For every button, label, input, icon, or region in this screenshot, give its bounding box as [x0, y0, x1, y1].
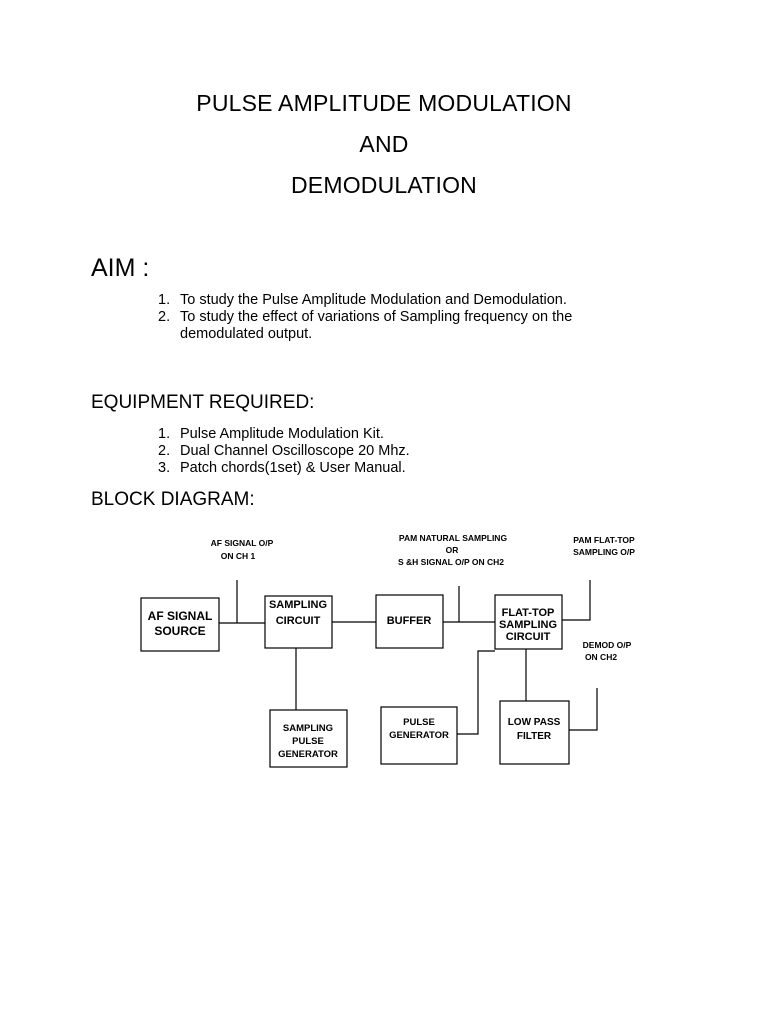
title-line-3: DEMODULATION [291, 172, 477, 198]
wire-flattop-output [562, 580, 591, 621]
sampling-circuit-label-2: CIRCUIT [276, 615, 321, 627]
block-buffer: BUFFER [375, 594, 444, 649]
aim-item-2-number: 2. [158, 309, 171, 325]
equipment-item-3-text: Patch chords(1set) & User Manual. [180, 460, 406, 476]
aim-item-2: 2. To study the effect of variations of … [152, 309, 572, 343]
equipment-item-3: 3. Patch chords(1set) & User Manual. [152, 460, 410, 477]
equipment-item-1-text: Pulse Amplitude Modulation Kit. [180, 426, 384, 442]
block-pulse-generator: PULSE GENERATOR [380, 706, 458, 765]
equipment-list: 1. Pulse Amplitude Modulation Kit. 2. Du… [152, 426, 410, 477]
buffer-label: BUFFER [387, 615, 432, 627]
pam-natural-label-3: S &H SIGNAL O/P ON CH2 [398, 557, 504, 567]
annotation-demod-output: DEMOD O/P ON CH2 [583, 640, 632, 662]
block-sampling-pulse-generator: SAMPLING PULSE GENERATOR [269, 709, 348, 768]
aim-heading: AIM : [91, 254, 150, 282]
pam-natural-label-1: PAM NATURAL SAMPLING [399, 533, 508, 543]
sampling-circuit-label-1: SAMPLING [269, 599, 327, 611]
demod-label-1: DEMOD O/P [583, 640, 632, 650]
title-line-2: AND [359, 131, 409, 157]
annotation-pam-flat-top: PAM FLAT-TOP SAMPLING O/P [573, 535, 635, 557]
block-low-pass-filter: LOW PASS FILTER [499, 700, 570, 765]
af-output-label-1: AF SIGNAL O/P [211, 538, 274, 548]
aim-item-1-text: To study the Pulse Amplitude Modulation … [180, 292, 567, 308]
flat-top-label-1: FLAT-TOP [502, 607, 555, 619]
equipment-heading: EQUIPMENT REQUIRED: [91, 392, 315, 413]
sampling-pulse-gen-label-3: GENERATOR [278, 749, 338, 760]
block-sampling-circuit: SAMPLING CIRCUIT [264, 595, 333, 649]
flat-top-label-3: CIRCUIT [506, 631, 551, 643]
af-source-label-2: SOURCE [154, 624, 205, 638]
pulse-gen-label-2: GENERATOR [389, 730, 449, 741]
sampling-pulse-gen-label-2: PULSE [292, 736, 324, 747]
af-source-label-1: AF SIGNAL [148, 609, 213, 623]
aim-item-1-number: 1. [158, 292, 171, 308]
pam-natural-label-2: OR [446, 545, 459, 555]
aim-item-1: 1. To study the Pulse Amplitude Modulati… [152, 292, 572, 309]
block-af-signal-source: AF SIGNAL SOURCE [140, 597, 220, 652]
aim-list: 1. To study the Pulse Amplitude Modulati… [152, 292, 572, 343]
wire-lowpass-output [569, 688, 598, 731]
pam-flat-label-1: PAM FLAT-TOP [573, 535, 635, 545]
equipment-item-1: 1. Pulse Amplitude Modulation Kit. [152, 426, 410, 443]
sampling-pulse-gen-label-1: SAMPLING [283, 723, 333, 734]
pulse-gen-label-1: PULSE [403, 717, 435, 728]
equipment-item-2-text: Dual Channel Oscilloscope 20 Mhz. [180, 443, 410, 459]
title-line-1: PULSE AMPLITUDE MODULATION [196, 90, 572, 116]
diagram-wires [219, 580, 598, 735]
demod-label-2: ON CH2 [585, 652, 617, 662]
pam-flat-label-2: SAMPLING O/P [573, 547, 635, 557]
wire-pulsegen-to-flattop [457, 650, 495, 735]
block-diagram-heading: BLOCK DIAGRAM: [91, 489, 255, 510]
annotation-pam-natural-sampling: PAM NATURAL SAMPLING OR S &H SIGNAL O/P … [398, 533, 507, 567]
flat-top-label-2: SAMPLING [499, 619, 557, 631]
aim-item-2-text-cont: demodulated output. [180, 326, 313, 342]
low-pass-label-2: FILTER [517, 731, 552, 742]
equipment-item-1-number: 1. [158, 426, 171, 442]
aim-item-2-text: To study the effect of variations of Sam… [180, 309, 573, 325]
annotation-af-signal-output: AF SIGNAL O/P ON CH 1 [211, 538, 274, 561]
equipment-item-2: 2. Dual Channel Oscilloscope 20 Mhz. [152, 443, 410, 460]
af-output-label-2: ON CH 1 [221, 551, 256, 561]
low-pass-label-1: LOW PASS [508, 717, 561, 728]
equipment-item-2-number: 2. [158, 443, 171, 459]
block-flat-top-sampling-circuit: FLAT-TOP SAMPLING CIRCUIT [494, 594, 563, 650]
equipment-item-3-number: 3. [158, 460, 171, 476]
